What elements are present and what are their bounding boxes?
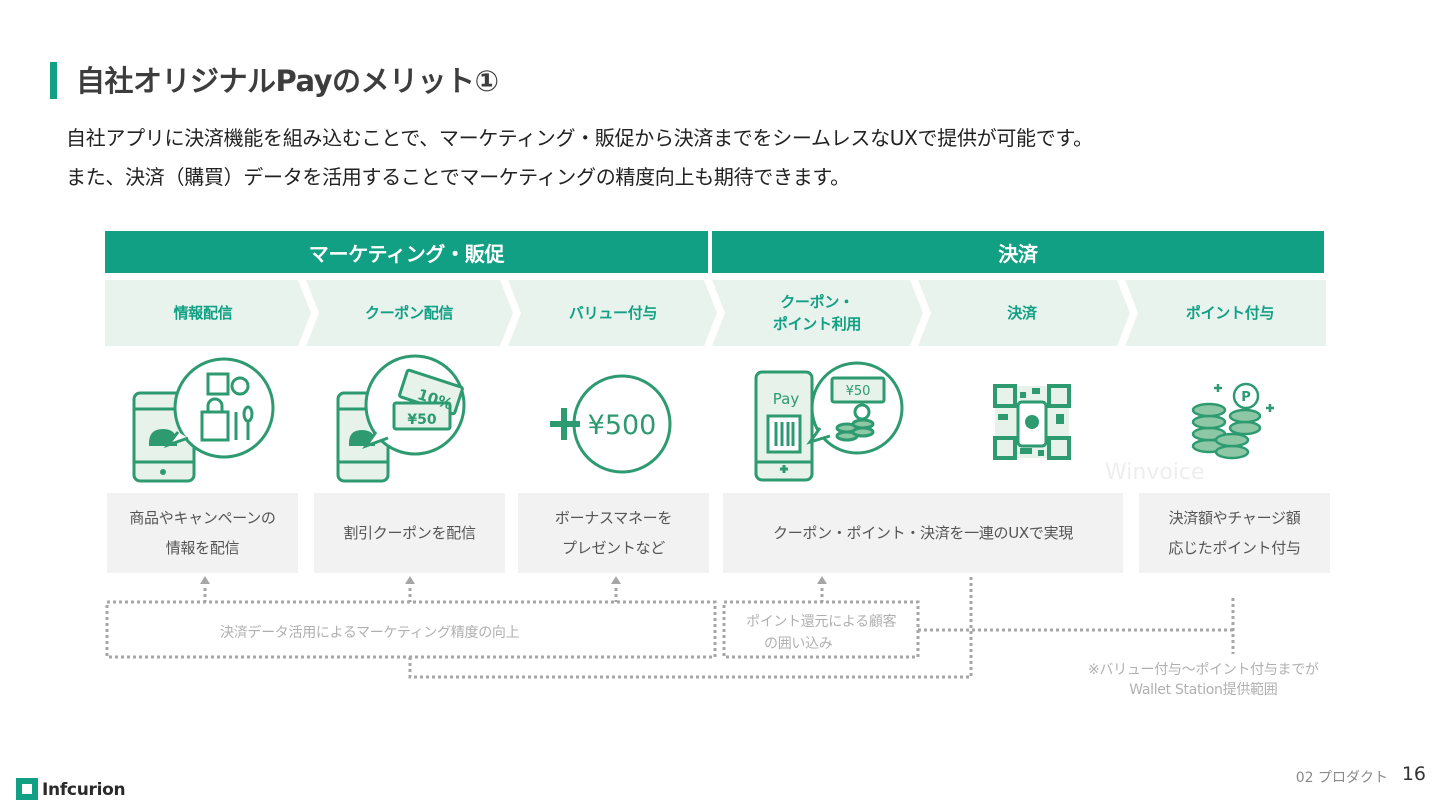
note-retention: ポイント還元による顧客 の囲い込み	[746, 611, 897, 655]
step-label-coupon-point-use-line-1: クーポン・	[780, 293, 854, 311]
note-scope: ※バリュー付与～ポイント付与までが Wallet Station提供範囲	[1088, 660, 1319, 700]
step-chevron-4	[712, 280, 923, 346]
pay-coupon-yen-label: ¥50	[846, 384, 871, 399]
value-amount-label: ¥500	[588, 410, 657, 441]
infcurion-logo-mark	[16, 778, 38, 800]
lead-text-line-2: また、決済（購買）データを活用することでマーケティングの精度向上も期待できます。	[66, 165, 850, 189]
phone-bell-shopping-icon	[132, 357, 275, 483]
description-box-coupon: 割引クーポンを配信	[314, 493, 505, 573]
step-label-info: 情報配信	[173, 304, 233, 322]
arrow-heads	[200, 576, 827, 584]
step-chevron-6	[1125, 280, 1326, 346]
page-number: 16	[1401, 763, 1426, 785]
note-retention-line-2: の囲い込み	[764, 636, 833, 652]
step-label-coupon-point-use: クーポン・ ポイント利用	[712, 280, 922, 346]
title-accent-bar	[50, 62, 57, 99]
description-box-ux: クーポン・ポイント・決済を一連のUXで実現	[723, 493, 1123, 573]
note-marketing-data: 決済データ活用によるマーケティング精度の向上	[220, 625, 520, 641]
pay-label: Pay	[773, 390, 800, 408]
description-box-point: 決済額やチャージ額 応じたポイント付与	[1139, 493, 1330, 573]
step-chevron-5	[918, 280, 1130, 346]
description-box-info-line-2: 情報を配信	[165, 539, 240, 557]
description-box-value-line-1: ボーナスマネーを	[554, 509, 673, 527]
step-chevrons	[105, 280, 1326, 346]
description-box-value-line-2: プレゼントなど	[562, 539, 665, 557]
note-retention-line-1: ポイント還元による顧客	[746, 614, 897, 630]
company-logo-text: Infcurion	[42, 780, 126, 800]
step-label-coupon-point-use-line-2: ポイント利用	[772, 315, 862, 333]
coupon-yen-label: ¥50	[407, 412, 436, 428]
step-chevron-1	[105, 280, 311, 346]
lead-text-line-1: 自社アプリに決済機能を組み込むことで、マーケティング・販促から決済までをシームレ…	[66, 126, 1093, 150]
step-chevron-3	[508, 280, 717, 346]
step-chevron-2	[306, 280, 513, 346]
description-box-point-line-2: 応じたポイント付与	[1168, 539, 1301, 557]
watermark-logo: Winvoice	[1105, 460, 1205, 485]
page-title: 自社オリジナルPayのメリット①	[76, 64, 499, 98]
step-label-value: バリュー付与	[568, 304, 658, 322]
dotted-connectors	[105, 576, 1235, 679]
section-header-payment: 決済	[712, 231, 1324, 273]
description-box-value: ボーナスマネーを プレゼントなど	[518, 493, 709, 573]
qr-code-icon	[993, 384, 1071, 460]
note-scope-line-1: ※バリュー付与～ポイント付与までが	[1088, 662, 1319, 678]
step-label-coupon: クーポン配信	[364, 304, 454, 322]
pay-phone-coupon-icon	[754, 361, 904, 482]
note-scope-line-2: Wallet Station提供範囲	[1129, 682, 1278, 698]
description-box-point-line-1: 決済額やチャージ額	[1168, 509, 1301, 527]
value-plus-icon	[550, 374, 672, 474]
description-box-info: 商品やキャンペーンの 情報を配信	[107, 493, 298, 573]
coin-point-label: P	[1241, 390, 1251, 405]
description-box-info-line-1: 商品やキャンペーンの	[129, 509, 276, 527]
footer-section-label: 02 プロダクト	[1295, 770, 1388, 786]
phone-coupon-icon	[336, 354, 466, 483]
step-label-payment: 決済	[1007, 304, 1037, 322]
step-label-point: ポイント付与	[1185, 304, 1275, 322]
section-header-marketing: マーケティング・販促	[105, 231, 708, 273]
point-coins-icon	[1191, 382, 1274, 460]
